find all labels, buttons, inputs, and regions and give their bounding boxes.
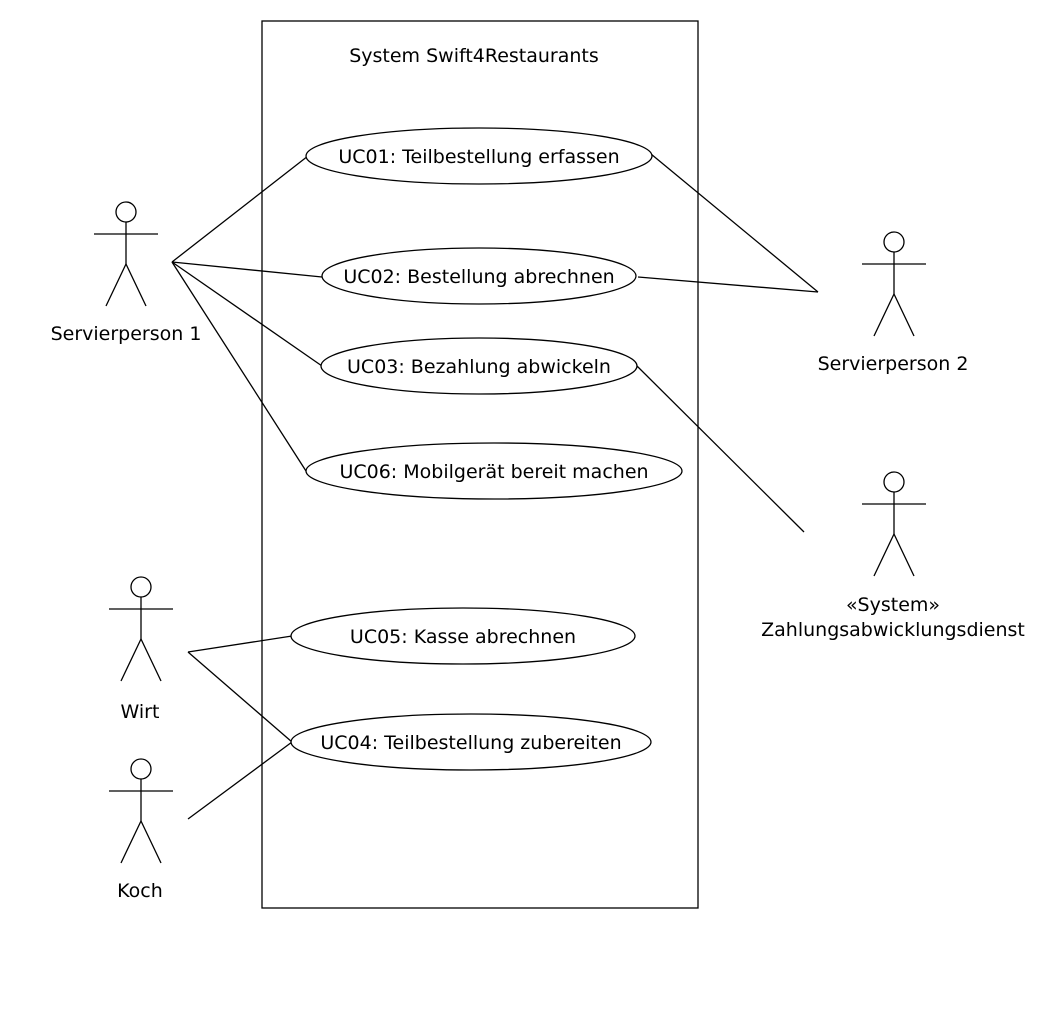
association-servierperson2-uc02	[637, 276, 819, 293]
actor-zahlungsabwicklungsdienst-stereotype: «System»	[846, 594, 940, 616]
use-case-uc01-label: UC01: Teilbestellung erfassen	[338, 146, 619, 168]
association-servierperson2-uc01	[650, 153, 819, 293]
system-title: System Swift4Restaurants	[349, 45, 599, 67]
use-case-uc03-label: UC03: Bezahlung abwickeln	[347, 356, 611, 378]
stick-figure-icon	[109, 576, 173, 682]
stick-figure-icon	[94, 201, 158, 307]
use-case-uc02-label: UC02: Bestellung abrechnen	[343, 266, 614, 288]
use-case-uc05: UC05: Kasse abrechnen	[290, 607, 636, 665]
actor-servierperson2: Servierperson 2	[818, 231, 969, 375]
stick-figure-icon	[862, 471, 926, 577]
associations	[171, 153, 819, 820]
use-case-uc04: UC04: Teilbestellung zubereiten	[290, 713, 652, 771]
actor-servierperson2-label: Servierperson 2	[818, 353, 969, 375]
actor-zahlungsabwicklungsdienst: «System» Zahlungsabwicklungsdienst	[761, 471, 1025, 641]
use-case-uc06-label: UC06: Mobilgerät bereit machen	[339, 461, 648, 483]
use-case-uc03: UC03: Bezahlung abwickeln	[320, 337, 638, 395]
association-servierperson1-uc03	[171, 261, 323, 367]
association-zahlungsdienst-uc03	[636, 365, 805, 533]
association-servierperson1-uc02	[171, 261, 323, 278]
actor-koch: Koch	[109, 758, 173, 902]
actor-zahlungsabwicklungsdienst-label: Zahlungsabwicklungsdienst	[761, 619, 1025, 641]
use-case-uc06: UC06: Mobilgerät bereit machen	[305, 442, 683, 500]
use-case-uc02: UC02: Bestellung abrechnen	[321, 247, 637, 305]
actor-wirt: Wirt	[109, 576, 173, 723]
use-case-uc05-label: UC05: Kasse abrechnen	[350, 626, 576, 648]
actor-servierperson1: Servierperson 1	[51, 201, 202, 345]
association-servierperson1-uc01	[171, 155, 309, 263]
association-koch-uc04	[187, 741, 293, 820]
actor-koch-label: Koch	[117, 880, 163, 902]
association-wirt-uc05	[187, 635, 293, 653]
use-case-uc04-label: UC04: Teilbestellung zubereiten	[320, 732, 621, 754]
association-wirt-uc04	[187, 651, 293, 743]
stick-figure-icon	[862, 231, 926, 337]
actor-servierperson1-label: Servierperson 1	[51, 323, 202, 345]
stick-figure-icon	[109, 758, 173, 864]
use-case-uc01: UC01: Teilbestellung erfassen	[305, 127, 653, 185]
association-servierperson1-uc06	[171, 261, 307, 472]
actor-wirt-label: Wirt	[121, 701, 160, 723]
